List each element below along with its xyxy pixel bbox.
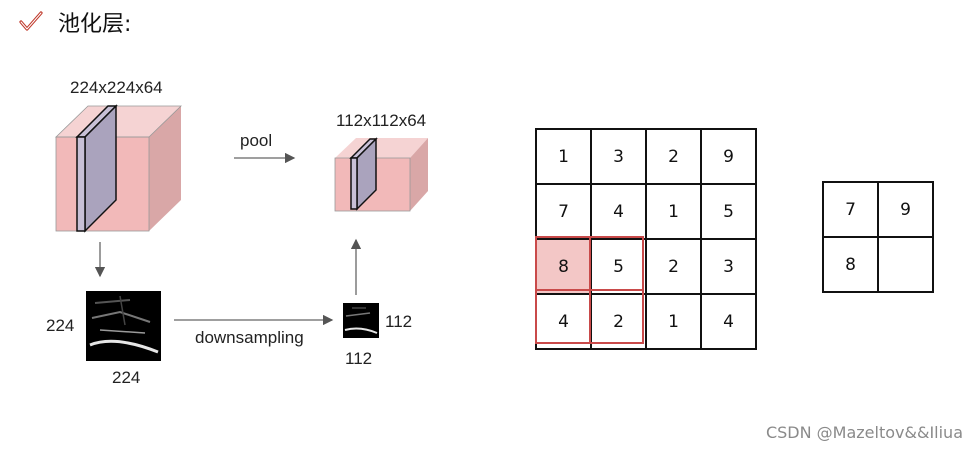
output-volume-cube xyxy=(334,138,428,212)
grid-cell: 1 xyxy=(535,128,592,185)
grid-cell: 5 xyxy=(700,183,757,240)
grid-cell: 7 xyxy=(822,181,879,238)
grid-cell: 2 xyxy=(645,238,702,295)
downsampling-label: downsampling xyxy=(195,328,304,347)
grid-cell: 4 xyxy=(590,183,647,240)
input-slice xyxy=(75,104,118,233)
output-slice-width-label: 112 xyxy=(345,349,373,368)
grid-cell: 5 xyxy=(590,238,647,295)
grid-cell: 3 xyxy=(590,128,647,185)
input-volume-cube xyxy=(55,105,182,232)
section-heading: 池化层: xyxy=(18,6,131,38)
grid-cell: 1 xyxy=(645,183,702,240)
grid-row: 8 5 2 3 xyxy=(535,238,757,295)
grid-cell: 2 xyxy=(645,128,702,185)
output-slice-height-label: 112 xyxy=(385,312,413,331)
output-volume-label: 112x112x64 xyxy=(336,111,427,130)
grid-cell: 3 xyxy=(700,238,757,295)
grid-cell: 7 xyxy=(535,183,592,240)
grid-row: 1 3 2 9 xyxy=(535,128,757,185)
output-feature-map-image xyxy=(343,303,379,338)
grid-row: 4 2 1 4 xyxy=(535,293,757,350)
pool-label: pool xyxy=(240,131,273,150)
section-title: 池化层: xyxy=(58,12,132,37)
check-mark-icon xyxy=(19,11,43,31)
watermark: CSDN @Mazeltov&&Iliua xyxy=(765,423,963,442)
grid-row: 8 xyxy=(822,236,934,293)
input-grid: 1 3 2 9 7 4 1 5 8 5 2 3 4 2 1 4 xyxy=(535,128,757,350)
grid-cell-max-highlighted: 8 xyxy=(535,238,592,295)
grid-cell: 1 xyxy=(645,293,702,350)
pooling-window-divider-horizontal xyxy=(535,289,644,291)
grid-cell: 2 xyxy=(590,293,647,350)
grid-cell xyxy=(877,236,934,293)
grid-cell: 4 xyxy=(535,293,592,350)
input-slice-height-label: 224 xyxy=(46,316,75,335)
input-feature-map-image xyxy=(86,291,161,361)
grid-cell: 4 xyxy=(700,293,757,350)
output-slice xyxy=(349,137,378,211)
grid-cell: 9 xyxy=(700,128,757,185)
grid-row: 7 4 1 5 xyxy=(535,183,757,240)
input-slice-width-label: 224 xyxy=(112,368,141,387)
grid-cell: 8 xyxy=(822,236,879,293)
output-grid: 7 9 8 xyxy=(822,181,934,293)
grid-cell: 9 xyxy=(877,181,934,238)
pooling-diagram xyxy=(55,104,428,361)
input-volume-label: 224x224x64 xyxy=(70,78,163,97)
grid-row: 7 9 xyxy=(822,181,934,238)
